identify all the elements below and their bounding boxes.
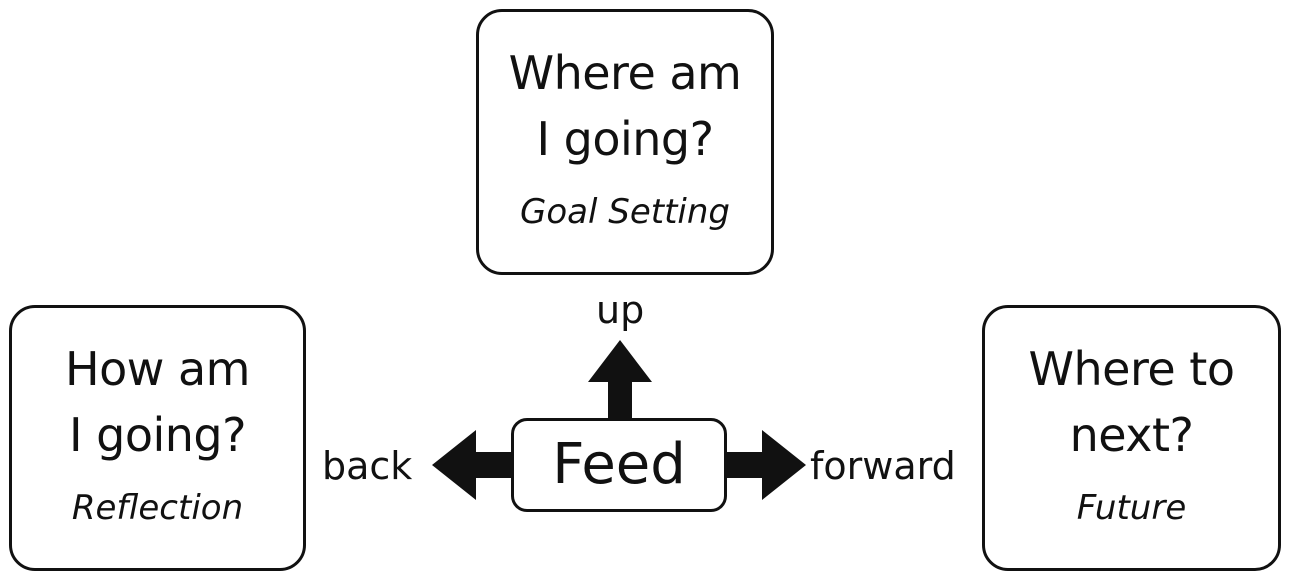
reflection-question-line2: I going? <box>68 408 247 462</box>
arrow-label-forward: forward <box>810 444 956 488</box>
feed-center-box: Feed <box>511 418 727 512</box>
future-question: Where to next? <box>985 336 1278 468</box>
future-question-line1: Where to <box>1028 342 1235 396</box>
goal-setting-question-line1: Where am <box>508 46 742 100</box>
goal-setting-caption: Goal Setting <box>520 192 730 232</box>
arrow-back <box>432 430 514 500</box>
future-question-line2: next? <box>1069 408 1194 462</box>
arrow-label-up: up <box>596 288 645 332</box>
reflection-question: How am I going? <box>12 336 303 468</box>
reflection-question-line1: How am <box>65 342 250 396</box>
goal-setting-question: Where am I going? <box>479 40 771 172</box>
arrow-forward <box>724 430 806 500</box>
arrow-up <box>588 340 652 420</box>
goal-setting-box: Where am I going? Goal Setting <box>476 9 774 275</box>
reflection-caption: Reflection <box>71 488 244 528</box>
future-box: Where to next? Future <box>982 305 1281 571</box>
reflection-box: How am I going? Reflection <box>9 305 306 571</box>
goal-setting-question-line2: I going? <box>536 112 714 166</box>
future-caption: Future <box>1076 488 1187 528</box>
arrow-label-back: back <box>322 444 413 488</box>
